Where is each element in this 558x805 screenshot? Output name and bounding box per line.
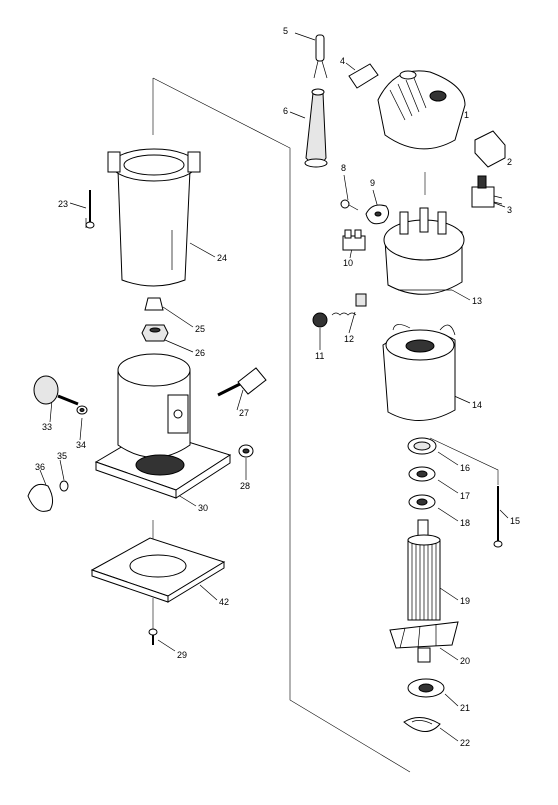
assembly-guide-lines	[152, 77, 499, 773]
part-label-42: 42	[219, 597, 230, 607]
part-label-11: 11	[315, 351, 325, 361]
base-plate-part-42	[90, 537, 226, 603]
part-label-27: 27	[239, 408, 250, 418]
part-label-6: 6	[283, 106, 289, 116]
part-label-26: 26	[195, 348, 206, 358]
carbon-brush-part-12	[331, 293, 367, 316]
part-label-18: 18	[460, 518, 471, 528]
part-label-13: 13	[472, 296, 483, 306]
housing-part-24	[107, 148, 201, 287]
part-label-3: 3	[507, 205, 513, 215]
screw-part-29	[148, 628, 158, 645]
collet-part-25	[144, 297, 164, 311]
part-label-19: 19	[460, 596, 471, 606]
brush-cap-part-11	[312, 312, 328, 328]
field-part-14	[382, 324, 456, 421]
insulation-washer-part-16	[407, 437, 437, 455]
fan-part-20	[389, 621, 459, 663]
part-label-21: 21	[460, 703, 471, 713]
washer-part-34	[76, 405, 88, 415]
part-label-34: 34	[76, 440, 87, 450]
part-label-24: 24	[217, 253, 228, 263]
part-label-33: 33	[42, 422, 53, 432]
part-label-4: 4	[340, 56, 346, 66]
screw-part-8	[340, 199, 359, 211]
cord-clamp-part-9	[365, 204, 390, 225]
cord-guard-part-6	[304, 88, 328, 168]
rubber-ring-part-22	[403, 717, 441, 732]
thumb-screw-part-33	[33, 375, 79, 406]
part-label-1: 1	[464, 110, 470, 120]
bearing-part-18	[408, 494, 436, 510]
part-label-20: 20	[460, 656, 471, 666]
switch-part-3	[471, 175, 503, 208]
part-label-16: 16	[460, 463, 471, 473]
noise-suppressor-part-2	[474, 130, 506, 168]
motor-housing-part-13	[383, 207, 465, 295]
part-label-28: 28	[240, 481, 251, 491]
part-label-22: 22	[460, 738, 471, 748]
screw-part-23	[85, 190, 95, 229]
part-label-14: 14	[472, 400, 483, 410]
part-label-12: 12	[344, 334, 355, 344]
part-label-30: 30	[198, 503, 209, 513]
base-part-30	[94, 353, 232, 499]
part-label-9: 9	[370, 178, 376, 188]
bearing-part-17	[408, 466, 436, 482]
part-label-29: 29	[177, 650, 188, 660]
washer-part-35	[59, 480, 69, 492]
part-label-8: 8	[341, 163, 347, 173]
bearing-part-21	[407, 678, 445, 698]
label-part-4	[348, 63, 379, 89]
part-label-36: 36	[35, 462, 46, 472]
part-label-15: 15	[510, 516, 521, 526]
part-label-10: 10	[343, 258, 354, 268]
knob-screw-part-27	[217, 367, 267, 397]
knob-cap-part-36	[27, 483, 54, 512]
part-label-23: 23	[58, 199, 69, 209]
collet-nut-part-26	[141, 324, 169, 342]
nut-part-28	[238, 444, 254, 458]
part-label-2: 2	[507, 157, 513, 167]
capacitor-part-5	[313, 34, 328, 79]
part-label-25: 25	[195, 324, 206, 334]
part-label-17: 17	[460, 491, 471, 501]
motor-cap-part-1	[377, 70, 466, 150]
long-screw-part-15	[493, 486, 503, 548]
terminal-part-10	[342, 229, 366, 251]
part-label-35: 35	[57, 451, 68, 461]
part-label-5b: 5	[283, 26, 289, 36]
armature-part-19	[407, 519, 441, 621]
